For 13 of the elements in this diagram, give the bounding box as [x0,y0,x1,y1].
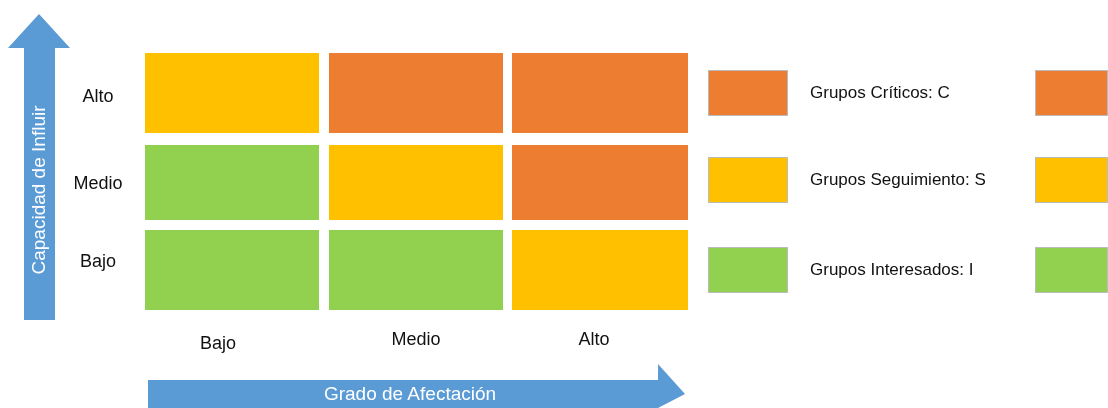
column-label: Alto [578,327,610,351]
axis-arrow [8,14,70,320]
row-label: Bajo [80,249,116,273]
row-label: Alto [82,84,114,108]
axis-title: Grado de Afectación [323,381,497,406]
legend-label: Grupos Críticos: C [810,82,950,105]
row-label: Medio [73,171,123,195]
column-label: Medio [391,327,441,351]
axis-title: Capacidad de Influir [26,105,50,275]
column-label: Bajo [200,331,236,355]
axis-arrow [148,364,685,408]
legend-label: Grupos Interesados: I [810,259,974,282]
legend-label: Grupos Seguimiento: S [810,169,986,192]
